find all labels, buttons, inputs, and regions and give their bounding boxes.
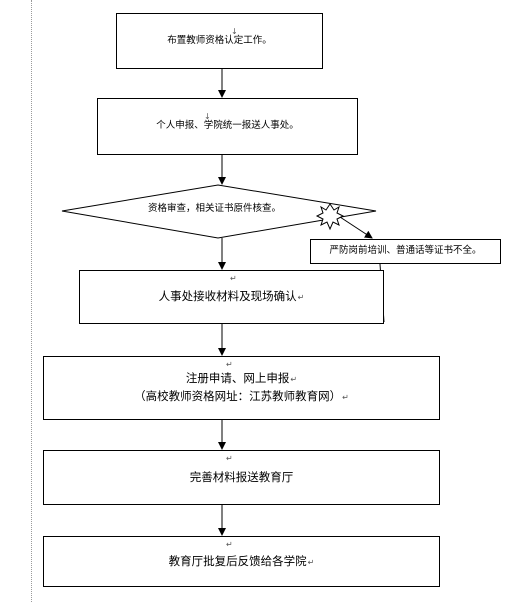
arrow-decision-reject xyxy=(339,216,373,239)
return-mark: ↵ xyxy=(226,454,233,463)
reject-text: 严防岗前培训、普通话等证书不全。 xyxy=(329,245,482,257)
step-5-box: ↵ 完善材料报送教育厅 xyxy=(43,450,440,505)
return-mark: ↵ xyxy=(226,360,233,369)
step-4-line-1: 注册申请、网上申报 xyxy=(185,371,290,386)
paragraph-mark: ↓ xyxy=(231,27,238,36)
step-2-box: 个人申报、学院统一报送人事处。 xyxy=(97,98,358,155)
return-mark: ↵ xyxy=(307,557,315,567)
return-mark: ↵ xyxy=(290,375,298,385)
burst-icon xyxy=(315,203,345,231)
step-3-box: ↵ 人事处接收材料及现场确认↵ xyxy=(79,270,384,324)
return-mark: ↵ xyxy=(226,540,233,549)
step-2-text: 个人申报、学院统一报送人事处。 xyxy=(156,120,299,132)
step-6-text: 教育厅批复后反馈给各学院 xyxy=(168,553,307,568)
step-4-box: ↵ 注册申请、网上申报↵ （高校教师资格网址：江苏教师教育网）↵ xyxy=(43,356,440,420)
return-mark: ↵ xyxy=(297,293,305,303)
page-margin-guide xyxy=(31,0,32,602)
decision-diamond xyxy=(61,184,377,239)
reject-box: 严防岗前培训、普通话等证书不全。 xyxy=(310,239,501,264)
step-1-box: 布置教师资格认定工作。 xyxy=(116,13,323,69)
step-1-text: 布置教师资格认定工作。 xyxy=(167,34,272,46)
step-5-text: 完善材料报送教育厅 xyxy=(189,469,294,484)
decision-text: 资格审查，相关证书原件核查。 xyxy=(148,203,282,214)
step-4-line-2: （高校教师资格网址：江苏教师教育网） xyxy=(134,389,342,403)
return-mark: ↵ xyxy=(342,393,349,402)
return-mark: ↵ xyxy=(230,274,237,283)
step-3-text: 人事处接收材料及现场确认 xyxy=(158,289,297,304)
step-6-box: ↵ 教育厅批复后反馈给各学院↵ xyxy=(43,536,440,587)
paragraph-mark: ↓ xyxy=(204,112,211,121)
